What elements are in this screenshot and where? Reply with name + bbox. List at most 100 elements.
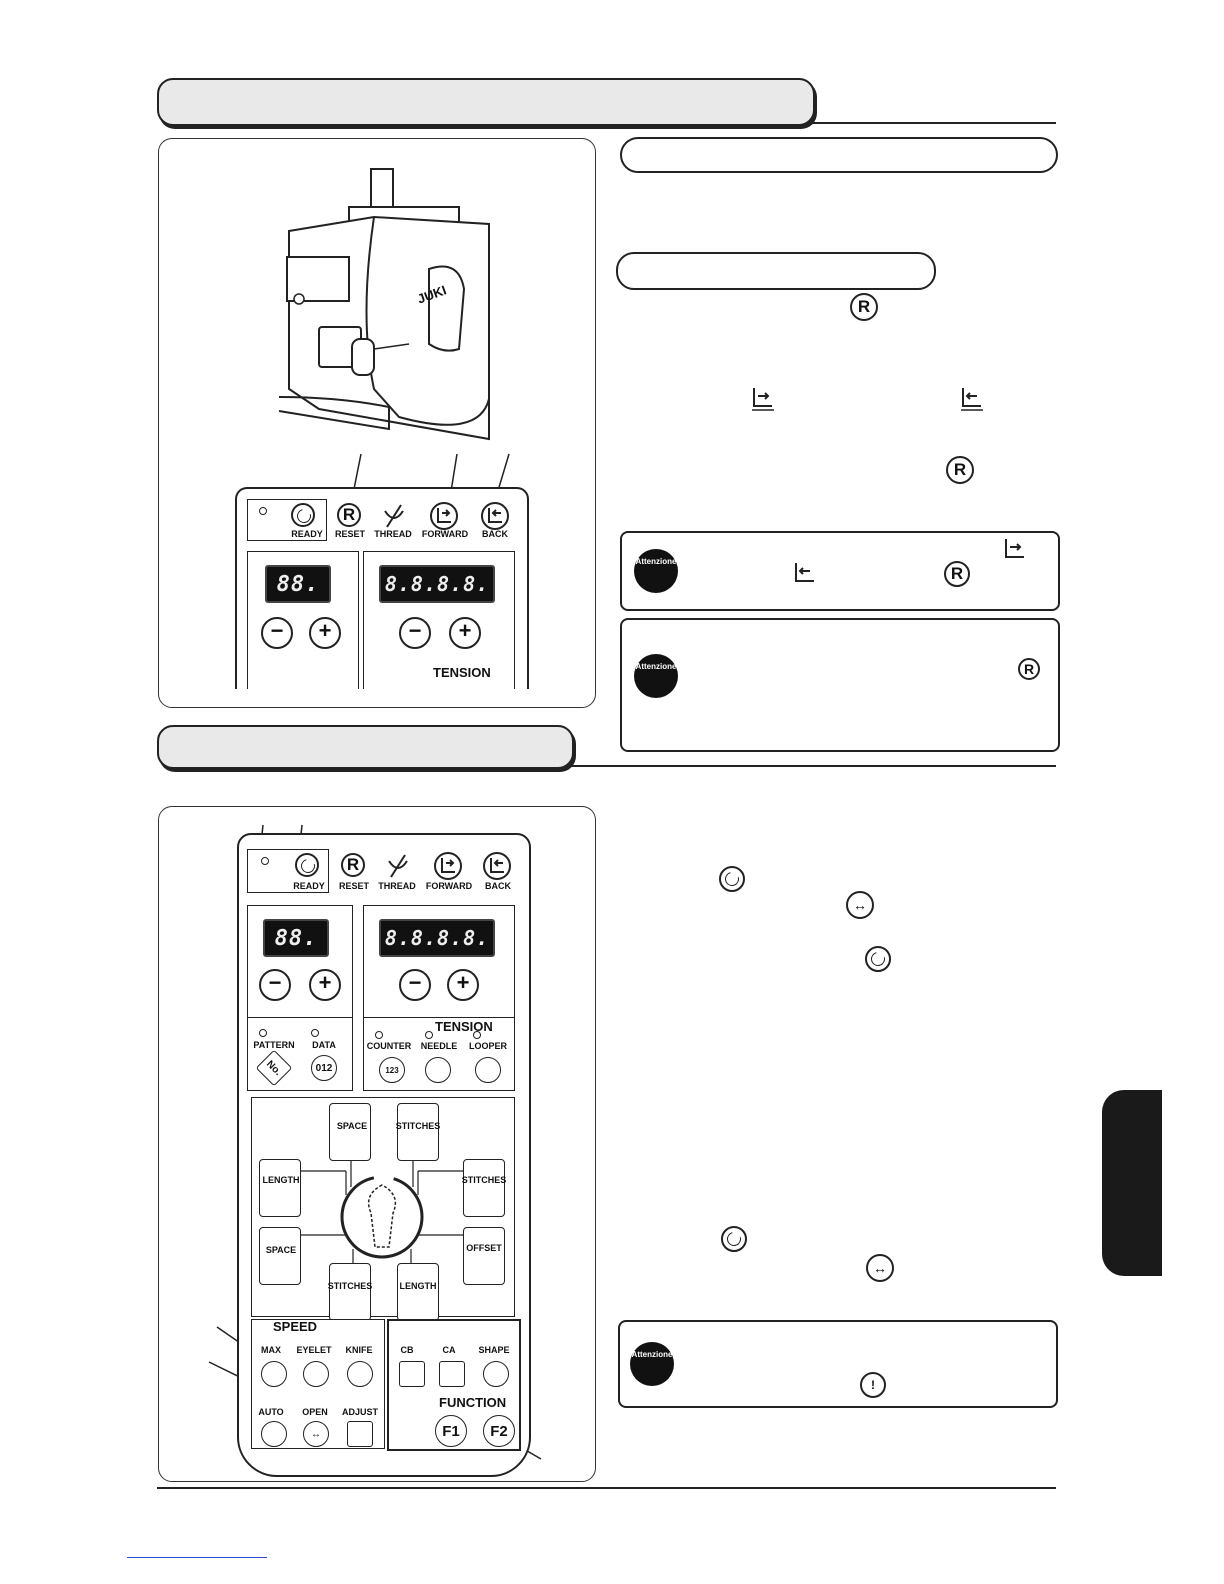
back-arrow-icon-caution [795,563,814,582]
ca-key[interactable] [439,1361,465,1387]
f1-key[interactable]: F1 [435,1415,467,1447]
stitches-label-right: STITCHES [461,1175,507,1185]
key-length-left[interactable] [259,1159,301,1217]
key-space-left[interactable] [259,1227,301,1285]
buttonhole-shape-diagram [301,1159,463,1265]
minus-button-right-2[interactable]: − [399,969,431,1001]
key-stitches-bottom[interactable] [329,1263,371,1321]
offset-label-right: OFFSET [466,1243,502,1253]
looper-label: LOOPER [468,1041,507,1051]
ready-label-2: READY [293,881,325,891]
figure-2: READY R RESET THREAD FORWARD BACK 88. − … [158,806,596,1482]
counter-key[interactable]: 123 [379,1057,405,1083]
forward-arrow-icon-2[interactable] [433,851,463,881]
tension-label: TENSION [433,665,491,680]
section-header-1 [157,78,815,126]
knife-icon[interactable] [347,1361,373,1387]
ready-ring-icon-inline-3 [721,1226,747,1252]
minus-button-left-2[interactable]: − [259,969,291,1001]
eyelet-key[interactable] [303,1361,329,1387]
thread-icon-2 [388,854,408,878]
counter-label: COUNTER [366,1041,412,1051]
caution-hand-icon-3: Attenzione [630,1342,674,1386]
data-led [311,1029,319,1037]
bottom-rule [157,1487,1056,1489]
caution-hand-icon-2: Attenzione [634,654,678,698]
small-lcd-2: 88. [263,919,329,957]
footer-link-underline [127,1557,267,1558]
max-speed-key[interactable] [261,1361,287,1387]
forward-label: FORWARD [421,529,469,539]
ready-led-2 [261,857,269,865]
large-lcd: 8.8.8.8. [379,565,495,603]
minus-button-right[interactable]: − [399,617,431,649]
max-label: MAX [261,1345,281,1355]
needle-tension-key[interactable] [425,1057,451,1083]
section-rule-1 [811,122,1056,124]
subheader-pill-2 [616,252,936,290]
cb-key[interactable] [399,1361,425,1387]
caution-box-2: Attenzione R [620,618,1060,752]
ready-button-2[interactable] [295,853,319,877]
minus-button-left[interactable]: − [261,617,293,649]
reset-label: RESET [334,529,365,539]
back-label: BACK [482,529,508,539]
section-rule-2 [570,765,1056,767]
ready-ring-icon-inline-2 [865,946,891,972]
ready-ring-icon-inline-1 [719,866,745,892]
open-arrows-icon[interactable]: ↔ [303,1421,329,1447]
speed-label: SPEED [273,1319,318,1334]
ca-label: CA [442,1345,456,1355]
key-space-top[interactable] [329,1103,371,1161]
auto-label: AUTO [258,1407,284,1417]
needle-led [425,1031,433,1039]
pattern-label: PATTERN [253,1040,295,1050]
forward-arrow-icon-inline [752,388,774,411]
key-offset-right[interactable] [463,1227,505,1285]
adjust-key[interactable] [347,1421,373,1447]
f2-key[interactable]: F2 [483,1415,515,1447]
caution-box-1: Attenzione R [620,531,1060,611]
ready-button[interactable] [291,503,315,527]
reset-button-2[interactable]: R [341,853,365,877]
key-stitches-right[interactable] [463,1159,505,1217]
data-key[interactable]: 012 [311,1055,337,1081]
back-label-2: BACK [485,881,511,891]
forward-label-2: FORWARD [425,881,473,891]
space-label-top: SPACE [336,1121,368,1131]
key-length-bottom[interactable] [397,1263,439,1321]
stitches-label-top: STITCHES [395,1121,441,1131]
reset-label-2: RESET [338,881,369,891]
thread-label: THREAD [374,529,412,539]
plus-button-right-2[interactable]: + [447,969,479,1001]
adjust-label: ADJUST [341,1407,378,1417]
counter-led [375,1031,383,1039]
knife-label: KNIFE [345,1345,373,1355]
chapter-tab [1102,1090,1162,1276]
back-arrow-icon-2[interactable] [482,851,512,881]
plus-button-left[interactable]: + [309,617,341,649]
forward-arrow-icon[interactable] [429,501,459,531]
shape-key[interactable] [483,1361,509,1387]
knife-icon-inline: ! [860,1372,886,1398]
looper-tension-key[interactable] [475,1057,501,1083]
open-arrows-icon-inline-1: ↔ [846,891,874,919]
plus-button-right[interactable]: + [449,617,481,649]
reset-button[interactable]: R [337,503,361,527]
back-arrow-icon[interactable] [480,501,510,531]
function-label: FUNCTION [439,1395,507,1410]
eyelet-label: EYELET [296,1345,332,1355]
thread-label-2: THREAD [378,881,416,891]
control-panel-partial: READY R RESET THREAD FORWARD BACK 88. − … [235,487,529,689]
looper-led [473,1031,481,1039]
reset-r-icon-inline-2: R [946,456,974,484]
auto-key[interactable] [261,1421,287,1447]
pattern-led [259,1029,267,1037]
key-stitches-top[interactable] [397,1103,439,1161]
subheader-pill-1 [620,137,1058,173]
needle-label: NEEDLE [420,1041,458,1051]
length-label-left: LENGTH [262,1175,300,1185]
plus-button-left-2[interactable]: + [309,969,341,1001]
reset-r-icon-inline-1: R [850,293,878,321]
ready-led [259,507,267,515]
